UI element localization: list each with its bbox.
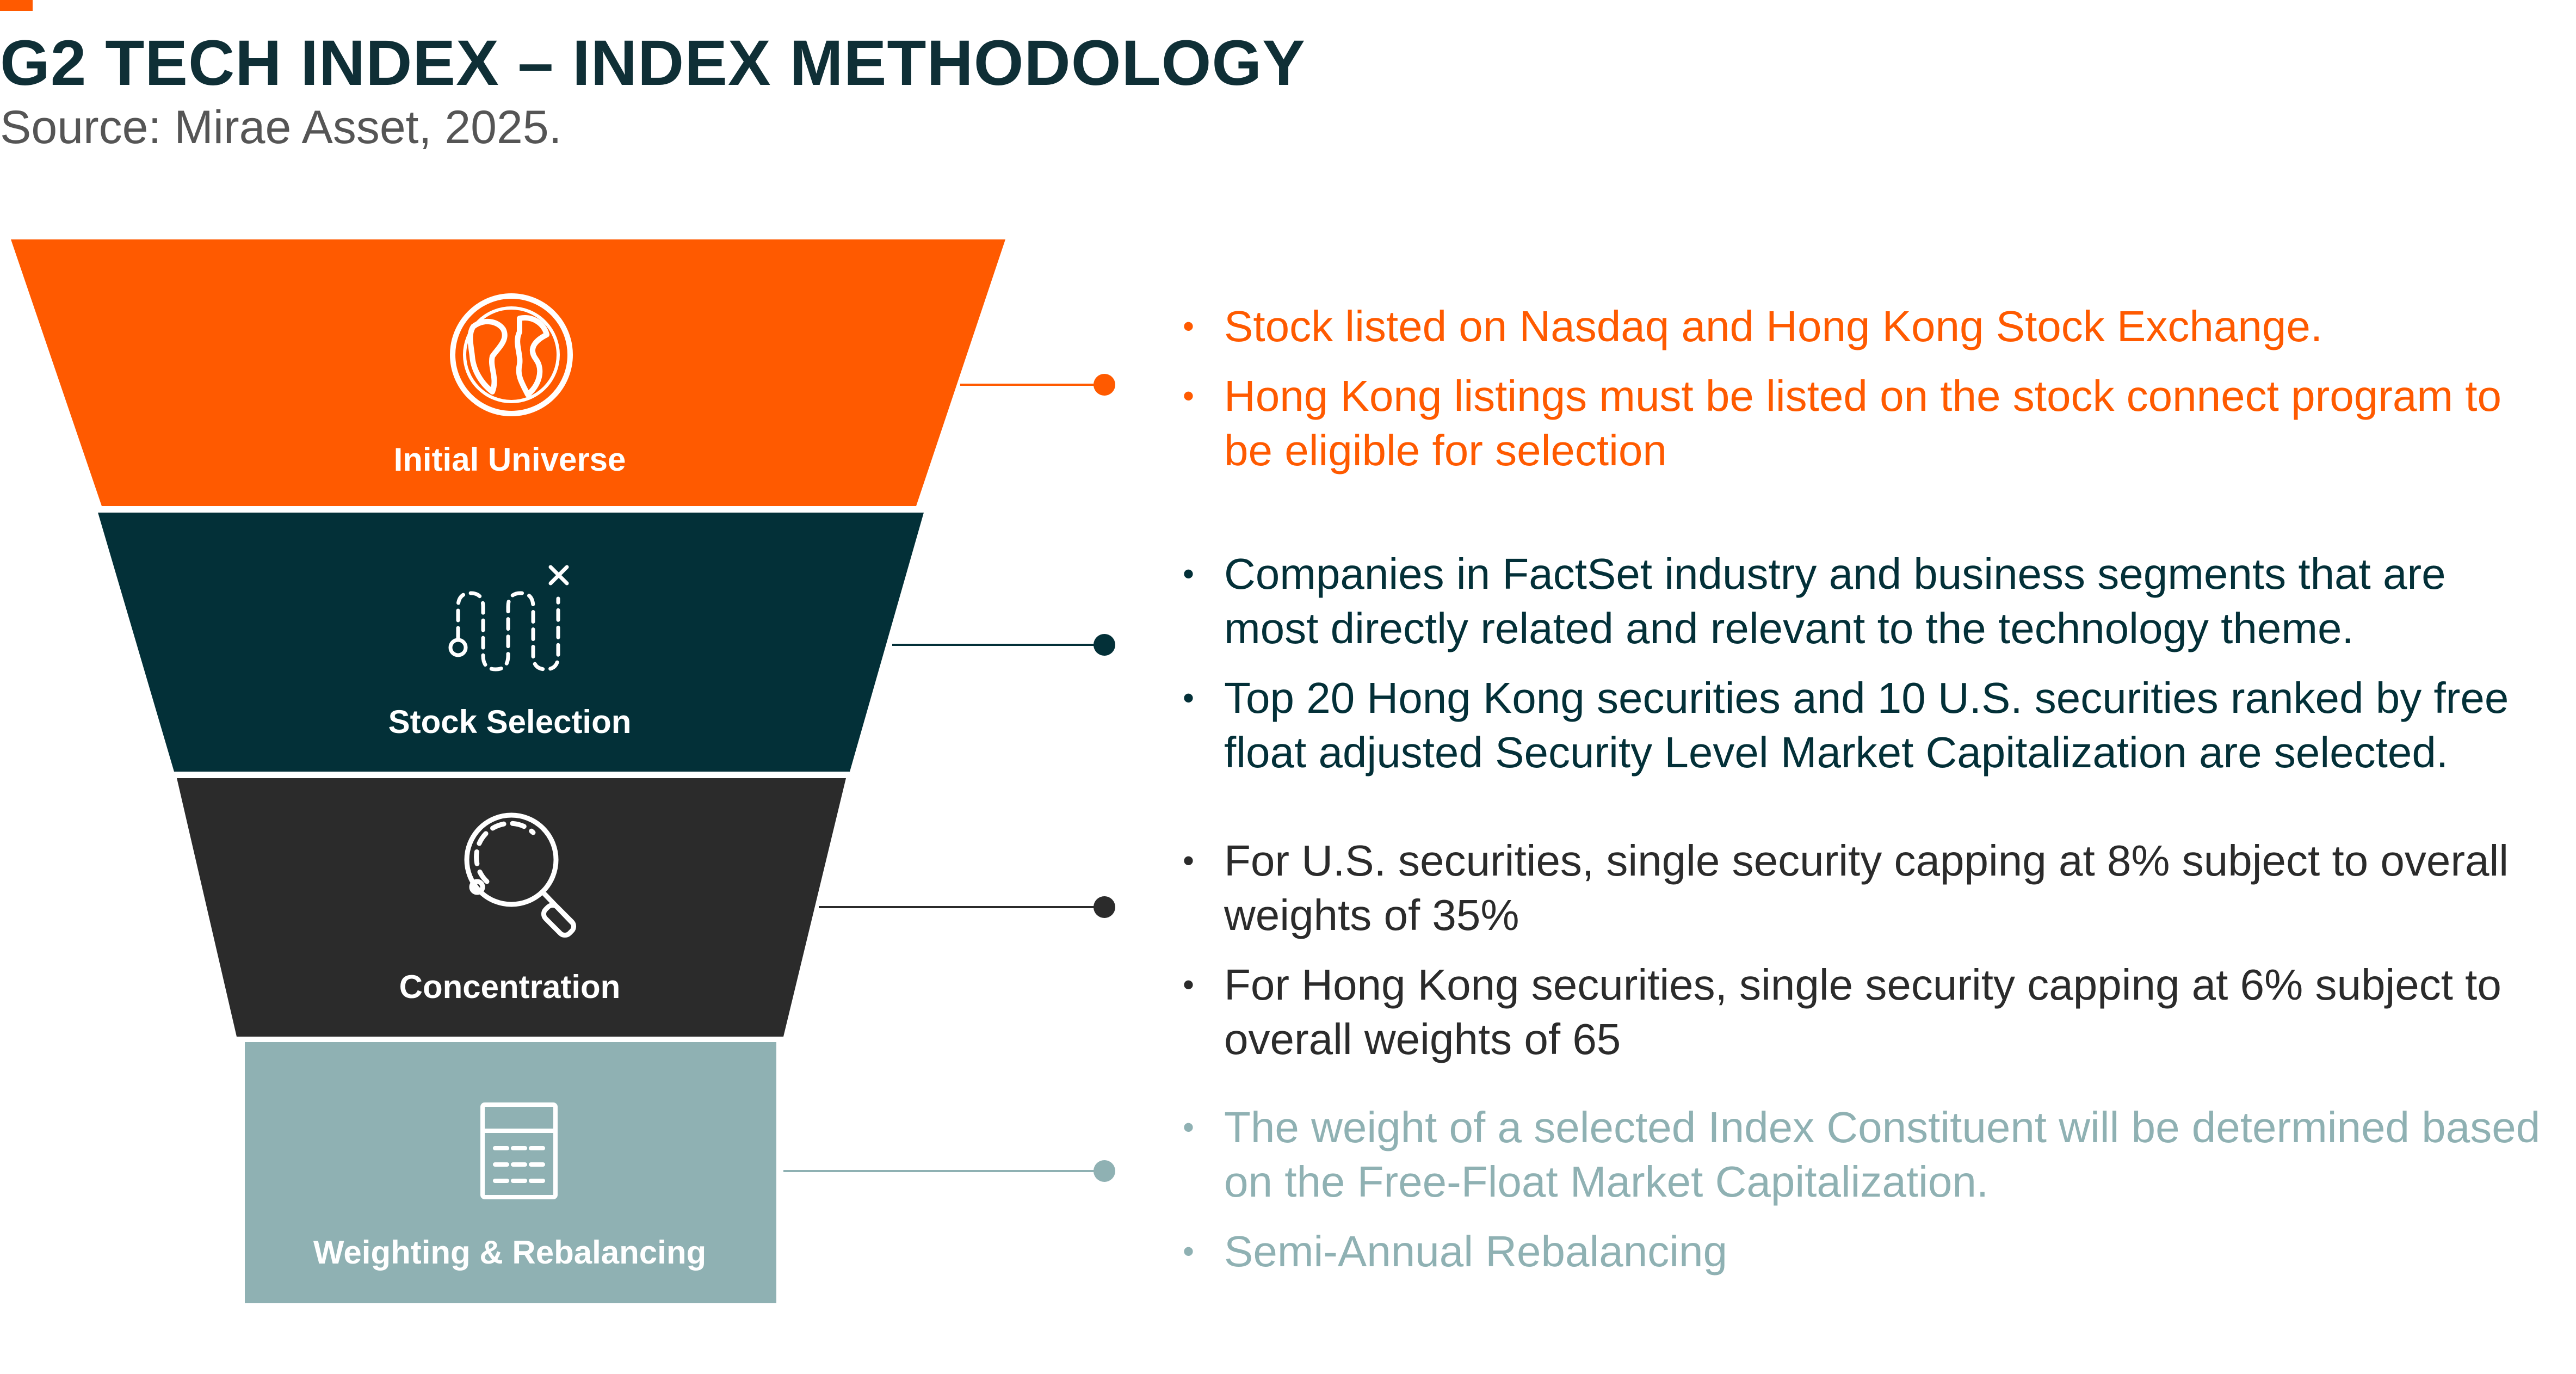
stage-label-stock-selection: Stock Selection <box>388 704 632 740</box>
bullet-item: For U.S. securities, single security cap… <box>1181 834 2552 942</box>
globe-icon <box>450 293 573 416</box>
accent-bar <box>0 0 33 11</box>
bullets-stock-selection: Companies in FactSet industry and busine… <box>1181 547 2552 795</box>
page-subtitle: Source: Mirae Asset, 2025. <box>0 101 562 153</box>
bullet-item: Semi-Annual Rebalancing <box>1181 1224 2552 1279</box>
bullet-item: The weight of a selected Index Constitue… <box>1181 1100 2552 1209</box>
magnifier-icon <box>464 812 577 938</box>
stage-label-weighting-rebalancing: Weighting & Rebalancing <box>313 1234 706 1271</box>
bullet-item: Stock listed on Nasdaq and Hong Kong Sto… <box>1181 299 2552 354</box>
connector-stock-selection <box>892 634 1115 656</box>
bullets-initial-universe: Stock listed on Nasdaq and Hong Kong Sto… <box>1181 299 2552 493</box>
funnel-stage-concentration: Concentration <box>177 778 846 1037</box>
bullets-weighting-rebalancing: The weight of a selected Index Constitue… <box>1181 1100 2552 1294</box>
funnel-stage-initial-universe: Initial Universe <box>11 239 1005 506</box>
bullet-item: Top 20 Hong Kong securities and 10 U.S. … <box>1181 671 2552 780</box>
bullet-item: For Hong Kong securities, single securit… <box>1181 958 2552 1067</box>
funnel-stage-weighting-rebalancing: Weighting & Rebalancing <box>245 1042 776 1303</box>
funnel-segment-initial-universe <box>11 239 1005 506</box>
bullet-item: Hong Kong listings must be listed on the… <box>1181 369 2552 478</box>
path-route-icon <box>448 565 569 671</box>
funnel-segment-stock-selection <box>98 513 924 772</box>
funnel-stage-stock-selection: Stock Selection <box>98 513 924 772</box>
stage-label-initial-universe: Initial Universe <box>394 441 626 478</box>
bullets-concentration: For U.S. securities, single security cap… <box>1181 834 2552 1082</box>
stage-label-concentration: Concentration <box>399 969 621 1005</box>
calculator-icon <box>480 1102 558 1199</box>
funnel-segment-weighting-rebalancing <box>245 1042 776 1303</box>
connector-weighting-rebalancing <box>783 1160 1115 1182</box>
connector-initial-universe <box>960 374 1115 396</box>
page-title: G2 TECH INDEX – INDEX METHODOLOGY <box>0 27 1306 99</box>
funnel-segment-concentration <box>177 778 846 1037</box>
bullet-item: Companies in FactSet industry and busine… <box>1181 547 2552 656</box>
connector-concentration <box>819 896 1115 918</box>
